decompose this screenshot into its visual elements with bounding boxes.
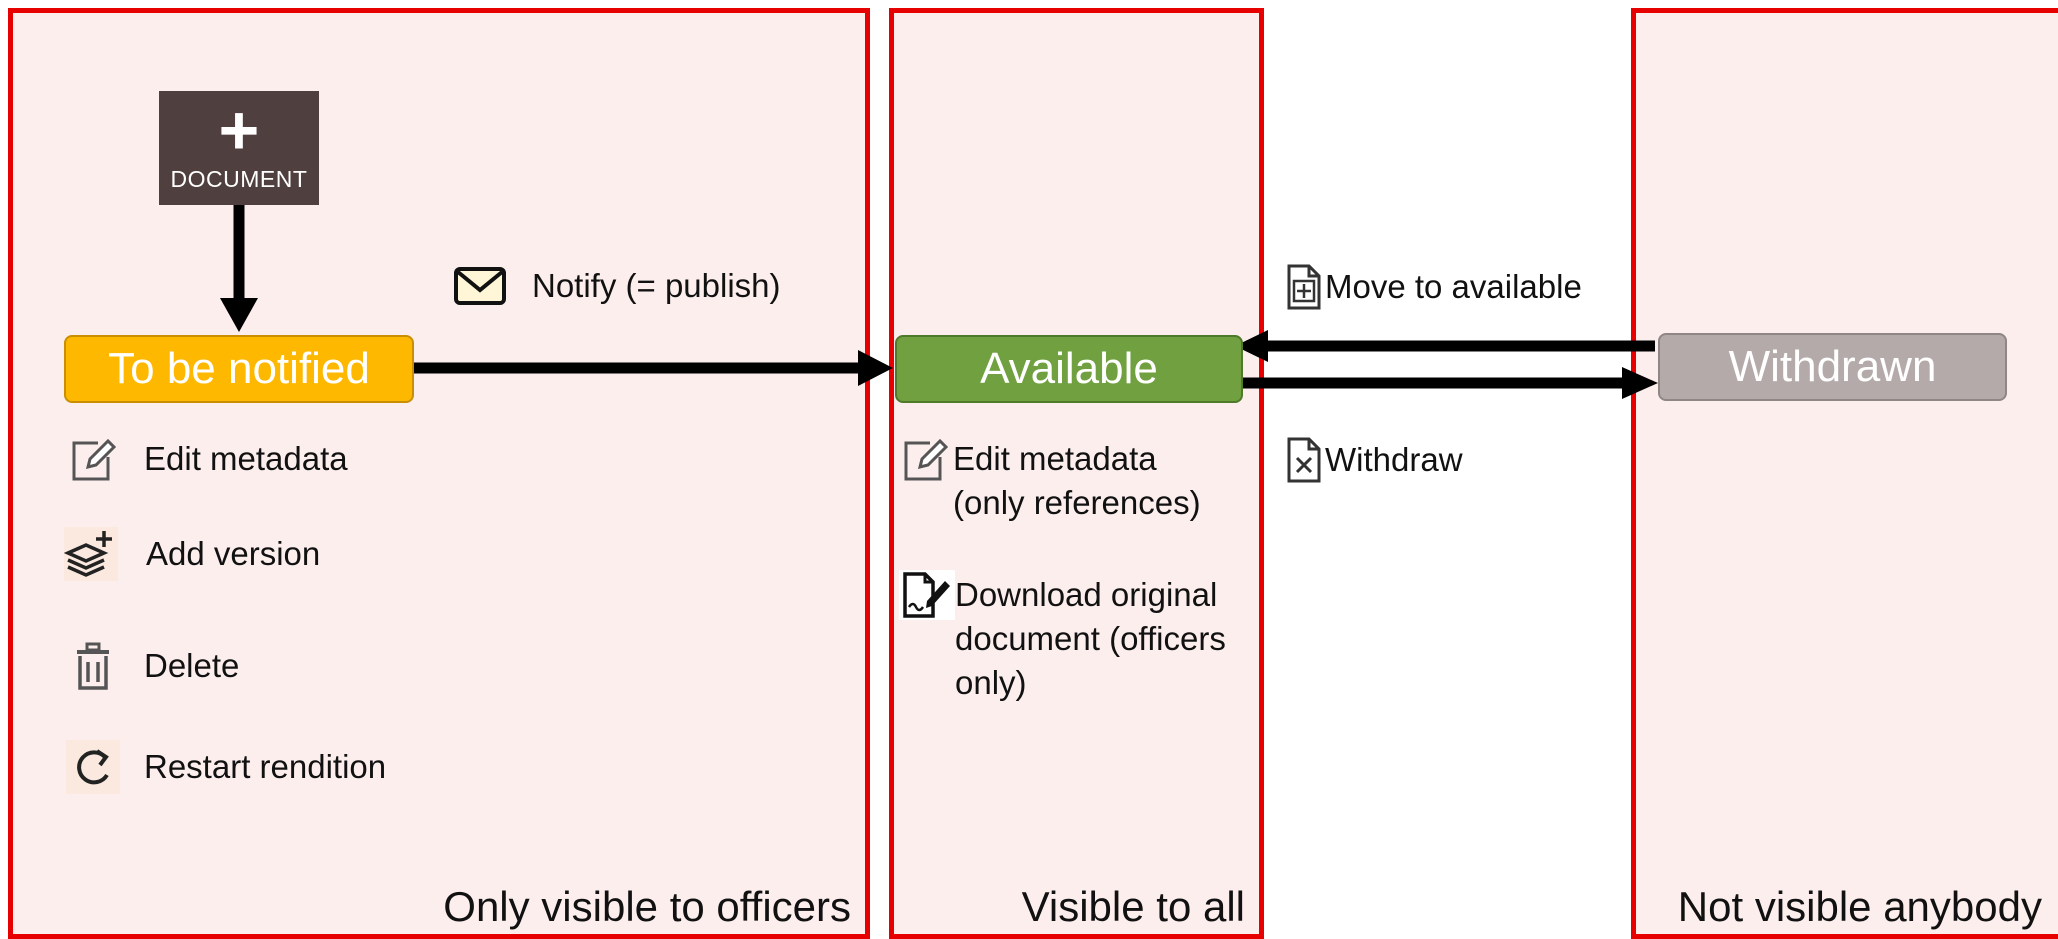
transition-move-to-available[interactable]: Move to available: [1283, 260, 1582, 314]
action-edit-metadata-references-label: Edit metadata (only references): [953, 440, 1201, 521]
edit-icon: [66, 432, 120, 486]
state-to-be-notified-label: To be notified: [108, 344, 370, 393]
action-edit-metadata-references[interactable]: Edit metadata (only references): [897, 432, 1201, 525]
action-download-original[interactable]: Download original document (officers onl…: [899, 570, 1226, 705]
refresh-icon: [66, 740, 120, 794]
state-to-be-notified: To be notified: [64, 335, 414, 403]
action-restart-rendition[interactable]: Restart rendition: [66, 740, 386, 794]
signed-document-icon: [899, 570, 955, 620]
zone-label-all: Visible to all: [1021, 883, 1245, 930]
action-download-original-label: Download original document (officers onl…: [955, 576, 1226, 701]
state-available-label: Available: [980, 344, 1158, 393]
state-withdrawn: Withdrawn: [1658, 333, 2007, 401]
action-delete-label: Delete: [144, 647, 240, 684]
transition-withdraw-label: Withdraw: [1325, 441, 1463, 478]
action-add-version[interactable]: Add version: [64, 527, 320, 581]
zone-label-officers: Only visible to officers: [443, 883, 851, 930]
arrowhead-create-document: [220, 298, 258, 332]
action-edit-metadata[interactable]: Edit metadata: [66, 432, 348, 486]
state-withdrawn-label: Withdrawn: [1728, 342, 1937, 391]
transition-notify[interactable]: Notify (= publish): [450, 259, 781, 313]
action-restart-rendition-label: Restart rendition: [144, 748, 387, 785]
zone-not-visible-anybody: Not visible anybody: [1631, 8, 2058, 939]
add-document-button[interactable]: + DOCUMENT: [159, 91, 319, 205]
transition-withdraw[interactable]: Withdraw: [1283, 433, 1463, 487]
arrowhead-move-to-available: [1235, 330, 1268, 362]
file-plus-icon: [1283, 260, 1325, 314]
trash-icon: [66, 639, 120, 693]
action-edit-metadata-label: Edit metadata: [144, 440, 348, 477]
state-available: Available: [895, 335, 1243, 403]
action-add-version-label: Add version: [146, 535, 321, 572]
layers-plus-icon: [64, 527, 118, 581]
action-delete[interactable]: Delete: [66, 639, 239, 693]
zone-only-visible-to-officers: Only visible to officers: [8, 8, 870, 939]
envelope-icon: [450, 259, 510, 313]
zone-label-nobody: Not visible anybody: [1677, 883, 2042, 930]
arrowhead-notify: [858, 350, 893, 386]
file-x-icon: [1283, 433, 1325, 487]
edit-icon: [897, 432, 953, 486]
transition-notify-label: Notify (= publish): [532, 267, 781, 304]
zone-visible-to-all: Visible to all: [889, 8, 1264, 939]
plus-icon: +: [218, 90, 260, 169]
add-document-label: DOCUMENT: [170, 165, 308, 192]
arrowhead-withdraw: [1622, 367, 1658, 399]
transition-move-to-available-label: Move to available: [1325, 268, 1582, 305]
